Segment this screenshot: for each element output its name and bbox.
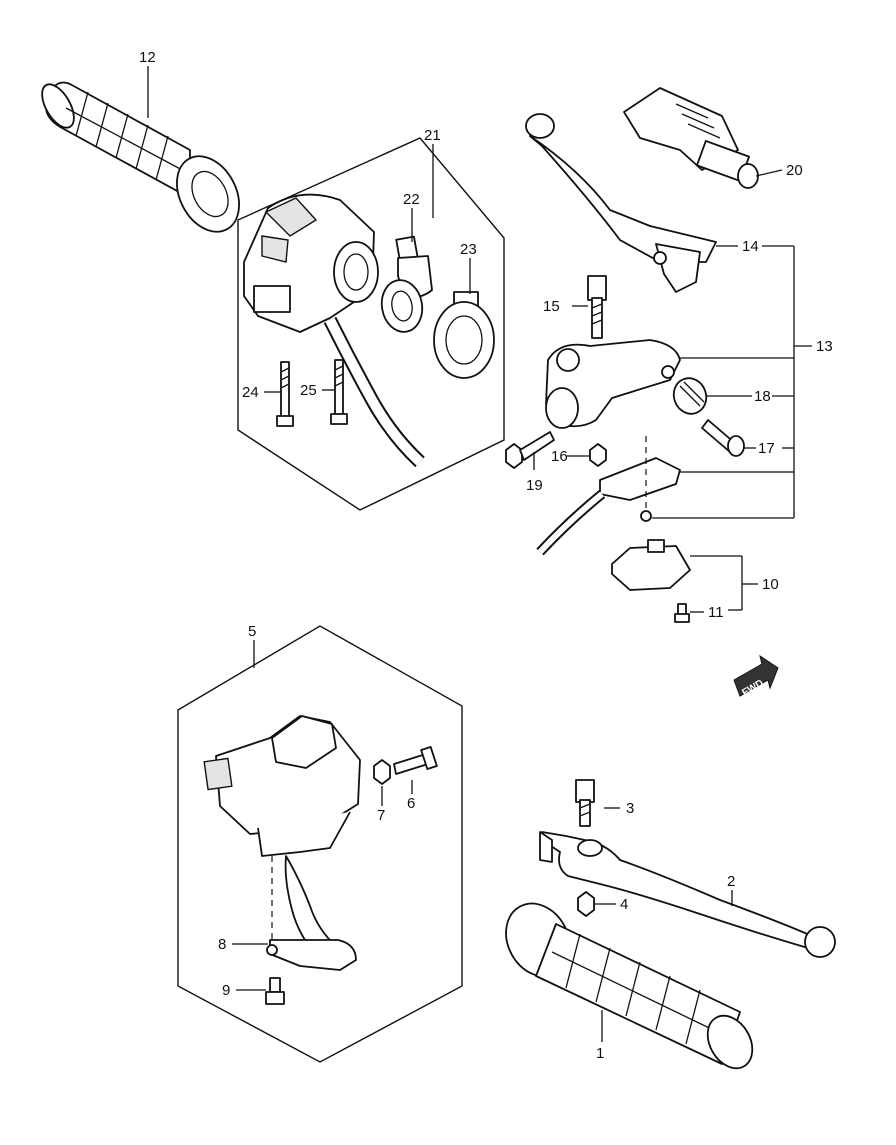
callout-labels: 1 2 3 4 5 6 7 8 9 10 11 12 13 14 15 16 1…	[139, 49, 833, 1062]
callout-2: 2	[727, 873, 735, 890]
callout-15: 15	[543, 298, 560, 315]
clutch-bracket	[545, 339, 681, 429]
right-handlebar-grip	[505, 902, 754, 1070]
screw-24	[276, 361, 294, 427]
clutch-lever	[525, 113, 717, 293]
callout-9: 9	[222, 982, 230, 999]
callout-8: 8	[218, 936, 226, 953]
callout-25: 25	[300, 382, 317, 399]
bolt-19	[505, 431, 555, 469]
switch-assembly-frame	[237, 137, 505, 511]
hot-start-lever	[623, 87, 759, 189]
callout-14: 14	[742, 238, 759, 255]
throttle-housing	[203, 715, 361, 971]
callout-12: 12	[139, 49, 156, 66]
adjuster-bolt-17	[701, 419, 745, 457]
adjuster-18	[672, 377, 708, 415]
switch-lever	[380, 235, 433, 333]
callout-7: 7	[377, 807, 385, 824]
switch-collar	[433, 291, 495, 379]
callout-4: 4	[620, 896, 628, 913]
screw-11	[674, 603, 690, 623]
callout-1: 1	[596, 1045, 604, 1062]
callout-23: 23	[460, 241, 477, 258]
callout-13: 13	[816, 338, 833, 355]
callout-17: 17	[758, 440, 775, 457]
screw-6	[393, 746, 438, 775]
nut-7	[373, 759, 391, 785]
callout-18: 18	[754, 388, 771, 405]
callout-16: 16	[551, 448, 568, 465]
callout-24: 24	[242, 384, 259, 401]
pivot-bolt-15	[587, 275, 607, 339]
throttle-assembly-frame	[177, 625, 463, 1063]
callout-5: 5	[248, 623, 256, 640]
leader-lines	[147, 66, 812, 1042]
pivot-bolt-3	[575, 779, 595, 827]
clutch-switch-10	[611, 539, 691, 591]
callout-19: 19	[526, 477, 543, 494]
callout-3: 3	[626, 800, 634, 817]
clutch-switch-with-cable	[536, 436, 681, 556]
nut-16	[589, 443, 607, 467]
callout-11: 11	[708, 604, 724, 621]
callout-20: 20	[786, 162, 803, 179]
nut-4	[577, 891, 595, 917]
fwd-direction-badge: FWD	[733, 654, 779, 699]
callout-21: 21	[424, 127, 441, 144]
left-handlebar-grip	[41, 81, 240, 233]
callout-6: 6	[407, 795, 415, 812]
brake-lever	[539, 831, 836, 958]
callout-22: 22	[403, 191, 420, 208]
left-handlebar-switch	[243, 193, 425, 468]
screw-9	[265, 977, 285, 1005]
callout-10: 10	[762, 576, 779, 593]
screw-25	[330, 359, 348, 425]
